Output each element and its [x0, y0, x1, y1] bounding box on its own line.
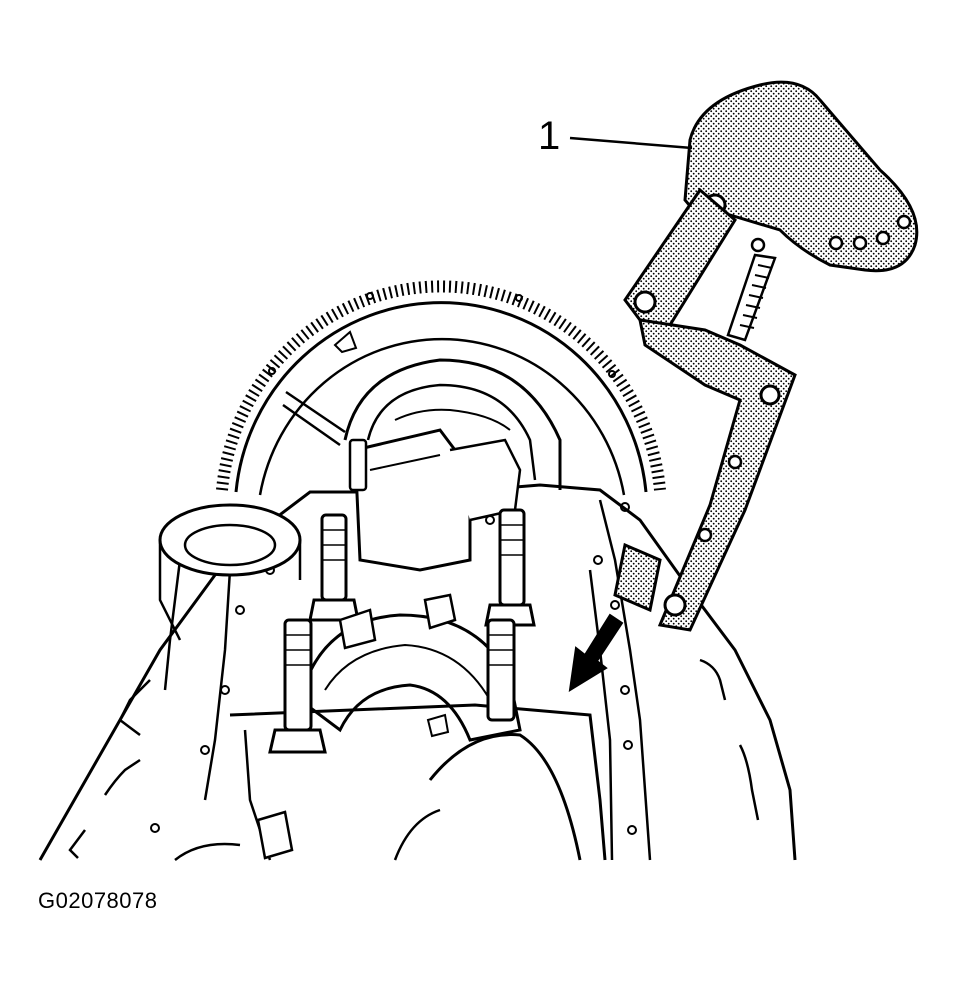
- crankshaft-counterweight: [353, 428, 522, 572]
- callout-leader-line: [569, 136, 693, 150]
- flywheel-ring-gear: [216, 280, 666, 496]
- oil-pan-sump-opening: [174, 703, 607, 861]
- arrow-down-left-icon: [568, 613, 624, 692]
- crankshaft-holding-tool: [613, 80, 919, 632]
- rear-seal-housing: [343, 358, 562, 490]
- block-boss-left: [158, 503, 302, 641]
- main-cap-studs: [256, 438, 536, 860]
- figure-code: G02078078: [38, 888, 158, 913]
- callout-number: 1: [538, 114, 561, 158]
